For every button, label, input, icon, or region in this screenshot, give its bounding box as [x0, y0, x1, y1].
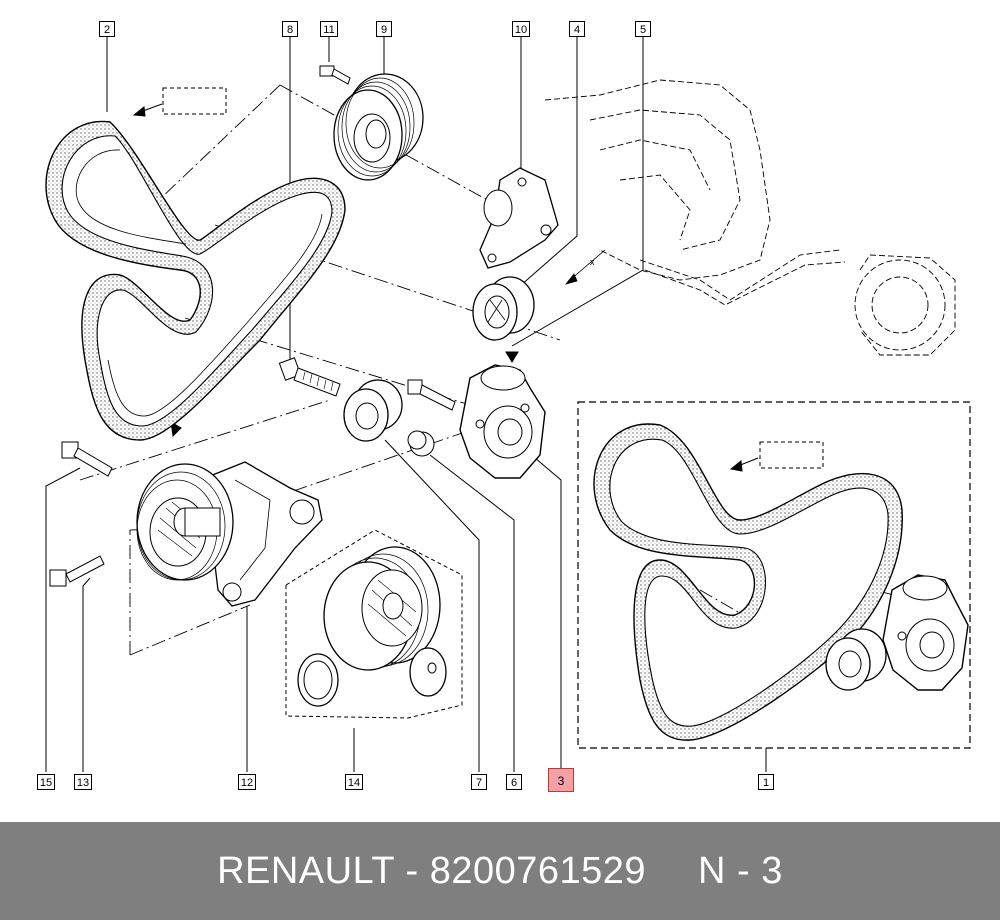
brand-part-number: RENAULT - 8200761529 — [217, 849, 647, 892]
bolt-part-6 — [407, 379, 456, 457]
callout-2[interactable]: 2 — [99, 21, 115, 37]
bolt-part-15 — [61, 441, 113, 477]
diagram-position: N - 3 — [698, 849, 783, 892]
callout-3-highlighted[interactable]: 3 — [548, 768, 574, 792]
bolt-part-11 — [319, 65, 351, 85]
bracket-part-10 — [479, 167, 559, 269]
callout-7[interactable]: 7 — [471, 774, 487, 790]
kit-outline-box — [577, 401, 971, 749]
callout-10[interactable]: 10 — [512, 21, 530, 37]
belt-main — [45, 120, 346, 441]
callout-1[interactable]: 1 — [758, 774, 774, 790]
leader-lines — [45, 36, 767, 772]
kit-tensioner — [882, 574, 969, 691]
bolt-part-13 — [49, 555, 105, 587]
callout-9[interactable]: 9 — [376, 21, 392, 37]
callout-8[interactable]: 8 — [282, 21, 298, 37]
ref-box-kit — [759, 441, 824, 469]
idler-roller-part-4 — [472, 276, 535, 341]
callout-12[interactable]: 12 — [238, 774, 256, 790]
engine-arrow: x — [564, 249, 606, 285]
pulley-part-9 — [333, 73, 424, 181]
kit-idler-pulley — [825, 628, 887, 691]
tensioner-part-3 — [459, 364, 546, 479]
belt-kit — [593, 423, 903, 741]
callout-6[interactable]: 6 — [506, 774, 522, 790]
callout-13[interactable]: 13 — [74, 774, 92, 790]
callout-4[interactable]: 4 — [569, 21, 585, 37]
ref-arrows — [132, 103, 759, 472]
engine-outline — [544, 79, 956, 356]
callout-11[interactable]: 11 — [320, 21, 338, 37]
callout-15[interactable]: 15 — [37, 774, 55, 790]
idler-pulley-part-7 — [343, 379, 403, 442]
belt-drive-exploded-diagram: x — [45, 36, 971, 772]
callout-14[interactable]: 14 — [345, 774, 363, 790]
pulley-set-outline — [285, 529, 463, 719]
alternator-bracket-part-12 — [136, 461, 323, 607]
part-number-footer: RENAULT - 8200761529 N - 3 — [0, 822, 1000, 920]
bolt-part-8 — [278, 357, 341, 397]
pulley-kit-part-14 — [297, 546, 447, 707]
callout-5[interactable]: 5 — [635, 21, 651, 37]
ref-box-top — [162, 87, 227, 115]
svg-text:x: x — [590, 257, 595, 267]
